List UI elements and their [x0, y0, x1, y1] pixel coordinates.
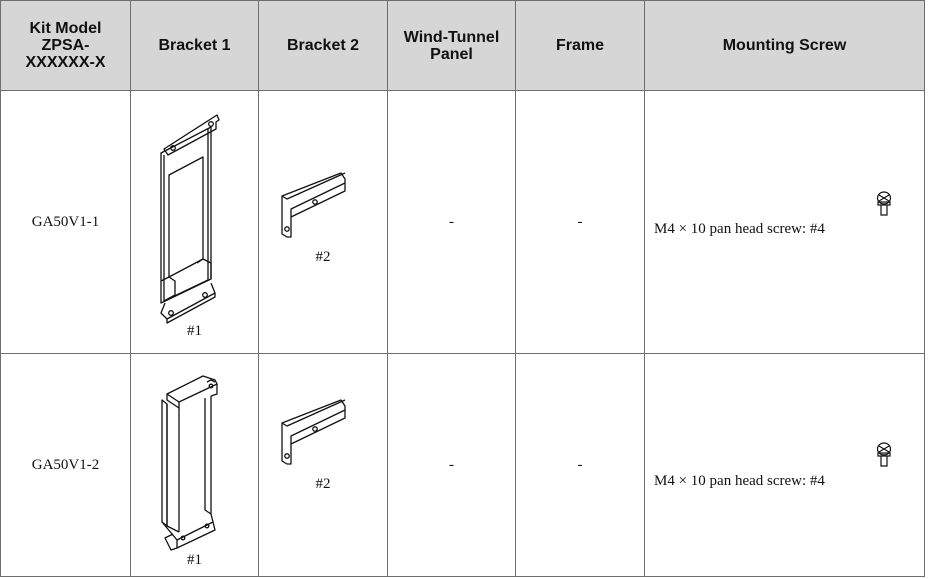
frame-cell: -: [515, 90, 645, 354]
angle-bracket-icon: [281, 172, 346, 238]
screw-icon: [876, 442, 892, 467]
kit-model-cell: GA50V1-2: [0, 353, 131, 577]
mounting-screw-cell: M4 × 10 pan head screw: #4: [644, 353, 925, 577]
header-kit-model-line2: ZPSA-: [41, 37, 90, 54]
header-kit-model-line3: XXXXXX-X: [25, 54, 106, 71]
kit-model-cell: GA50V1-1: [0, 90, 131, 354]
header-wind-tunnel-line1: Wind-Tunnel: [403, 28, 500, 46]
wind-tunnel-panel-cell: -: [387, 353, 516, 577]
screw-icon: [876, 191, 892, 216]
box-bracket-icon: [161, 375, 218, 551]
table-header-row: Kit Model ZPSA- XXXXXX-X Bracket 1 Brack…: [0, 0, 925, 91]
header-kit-model-line1: Kit Model: [29, 20, 102, 37]
wind-tunnel-panel-cell: -: [387, 90, 516, 354]
bracket-2-cell: #2: [258, 90, 388, 354]
table-row: GA50V1-2: [0, 353, 925, 577]
mounting-screw-text: M4 × 10 pan head screw: #4: [654, 221, 825, 237]
header-bracket-1: Bracket 1: [130, 0, 259, 91]
header-bracket-2: Bracket 2: [258, 0, 388, 91]
bracket-2-label: #2: [315, 249, 331, 265]
mounting-screw-cell: M4 × 10 pan head screw: #4: [644, 90, 925, 354]
mounting-screw-text: M4 × 10 pan head screw: #4: [654, 473, 825, 489]
table-row: GA50V1-1: [0, 90, 925, 354]
bracket-2-label: #2: [315, 476, 331, 492]
bracket-1-cell: #1: [130, 353, 259, 577]
header-frame: Frame: [515, 0, 645, 91]
frame-cell: -: [515, 353, 645, 577]
header-kit-model: Kit Model ZPSA- XXXXXX-X: [0, 0, 131, 91]
bracket-1-label: #1: [187, 323, 202, 339]
header-wind-tunnel-line2: Panel: [430, 45, 473, 63]
bracket-1-label: #1: [187, 552, 202, 568]
header-wind-tunnel-panel: Wind-Tunnel Panel: [387, 0, 516, 91]
bracket-1-cell: #1: [130, 90, 259, 354]
angle-bracket-icon: [281, 399, 346, 465]
flat-bracket-icon: [160, 114, 220, 324]
header-mounting-screw: Mounting Screw: [644, 0, 925, 91]
bracket-2-cell: #2: [258, 353, 388, 577]
